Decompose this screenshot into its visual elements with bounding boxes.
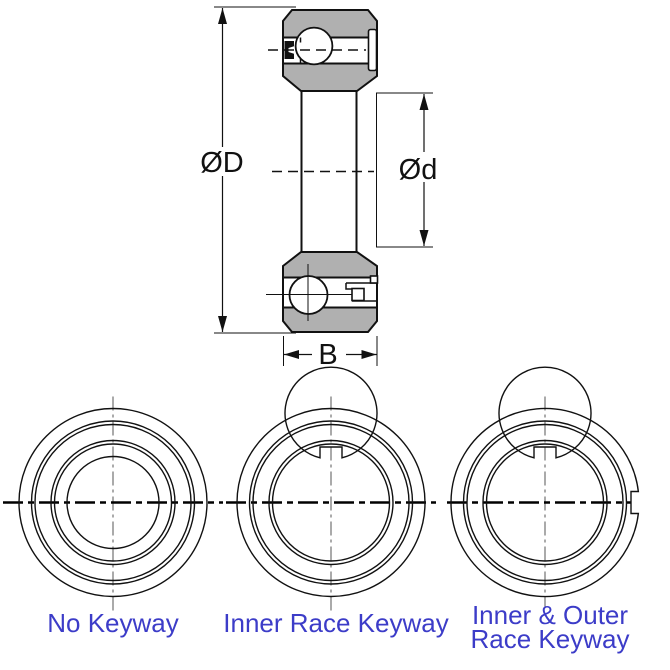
label-no-keyway: No Keyway <box>47 608 179 638</box>
cross-section-view: ØD Ød B <box>198 6 441 371</box>
bottom-sprag-key <box>345 275 379 302</box>
front-view-inner-race-keyway <box>226 366 436 613</box>
id-label-backing <box>397 152 441 182</box>
b-arrow-left <box>284 350 299 359</box>
width-dimension: B <box>283 336 378 371</box>
bottom-ring-section <box>266 251 379 333</box>
outer-raceway-circle-a <box>462 420 628 585</box>
label-inner-outer-race-keyway-line2: Race Keyway <box>471 624 630 654</box>
top-ring-section <box>268 9 378 92</box>
inner-raceway-circle-a <box>482 439 608 566</box>
bore-circle-with-keyway <box>284 366 378 459</box>
key-block <box>351 287 365 302</box>
outer-raceway-circle-b <box>466 423 624 582</box>
outer-raceway-circle-a <box>248 420 414 585</box>
od-arrow-down <box>218 316 227 332</box>
inner-raceway-circle-b <box>53 443 173 562</box>
b-arrow-right <box>361 350 377 359</box>
key-tab <box>369 275 379 284</box>
b-label: B <box>318 339 337 371</box>
top-sprag-clip <box>284 41 294 59</box>
inner-raceway-circle-b <box>485 443 605 562</box>
inner-raceway-circle-a <box>268 439 394 566</box>
inner-diameter-dimension: Ød <box>376 92 441 248</box>
top-snap-ring-groove <box>367 28 378 72</box>
front-view-inner-outer-race-keyway <box>447 366 640 607</box>
outer-raceway-circle-b <box>252 423 410 582</box>
top-ball <box>294 26 334 66</box>
outer-ring-od-circle <box>236 407 426 598</box>
outer-diameter-dimension: ØD <box>198 6 296 334</box>
inner-raceway-circle-a <box>50 439 176 566</box>
id-label: Ød <box>399 154 438 186</box>
od-label-backing <box>198 147 246 176</box>
outer-ring-od-circle <box>18 407 208 598</box>
label-inner-outer-race-keyway-line1: Inner & Outer <box>472 600 628 630</box>
od-arrow-up <box>218 8 227 24</box>
outer-raceway-circle-a <box>30 420 196 585</box>
id-arrow-down <box>419 230 429 246</box>
bore-circle <box>66 455 160 550</box>
outer-raceway-circle-b <box>34 423 192 582</box>
label-inner-race-keyway: Inner Race Keyway <box>223 608 448 638</box>
id-arrow-up <box>419 94 429 110</box>
inner-raceway-circle-b <box>271 443 391 562</box>
front-view-no-keyway <box>3 396 223 613</box>
key-step <box>345 283 352 290</box>
bore-section <box>272 91 377 252</box>
outer-ring-od-circle-with-keyway <box>450 407 640 598</box>
bore-circle-with-keyway <box>498 366 592 459</box>
od-label: ØD <box>200 147 244 179</box>
